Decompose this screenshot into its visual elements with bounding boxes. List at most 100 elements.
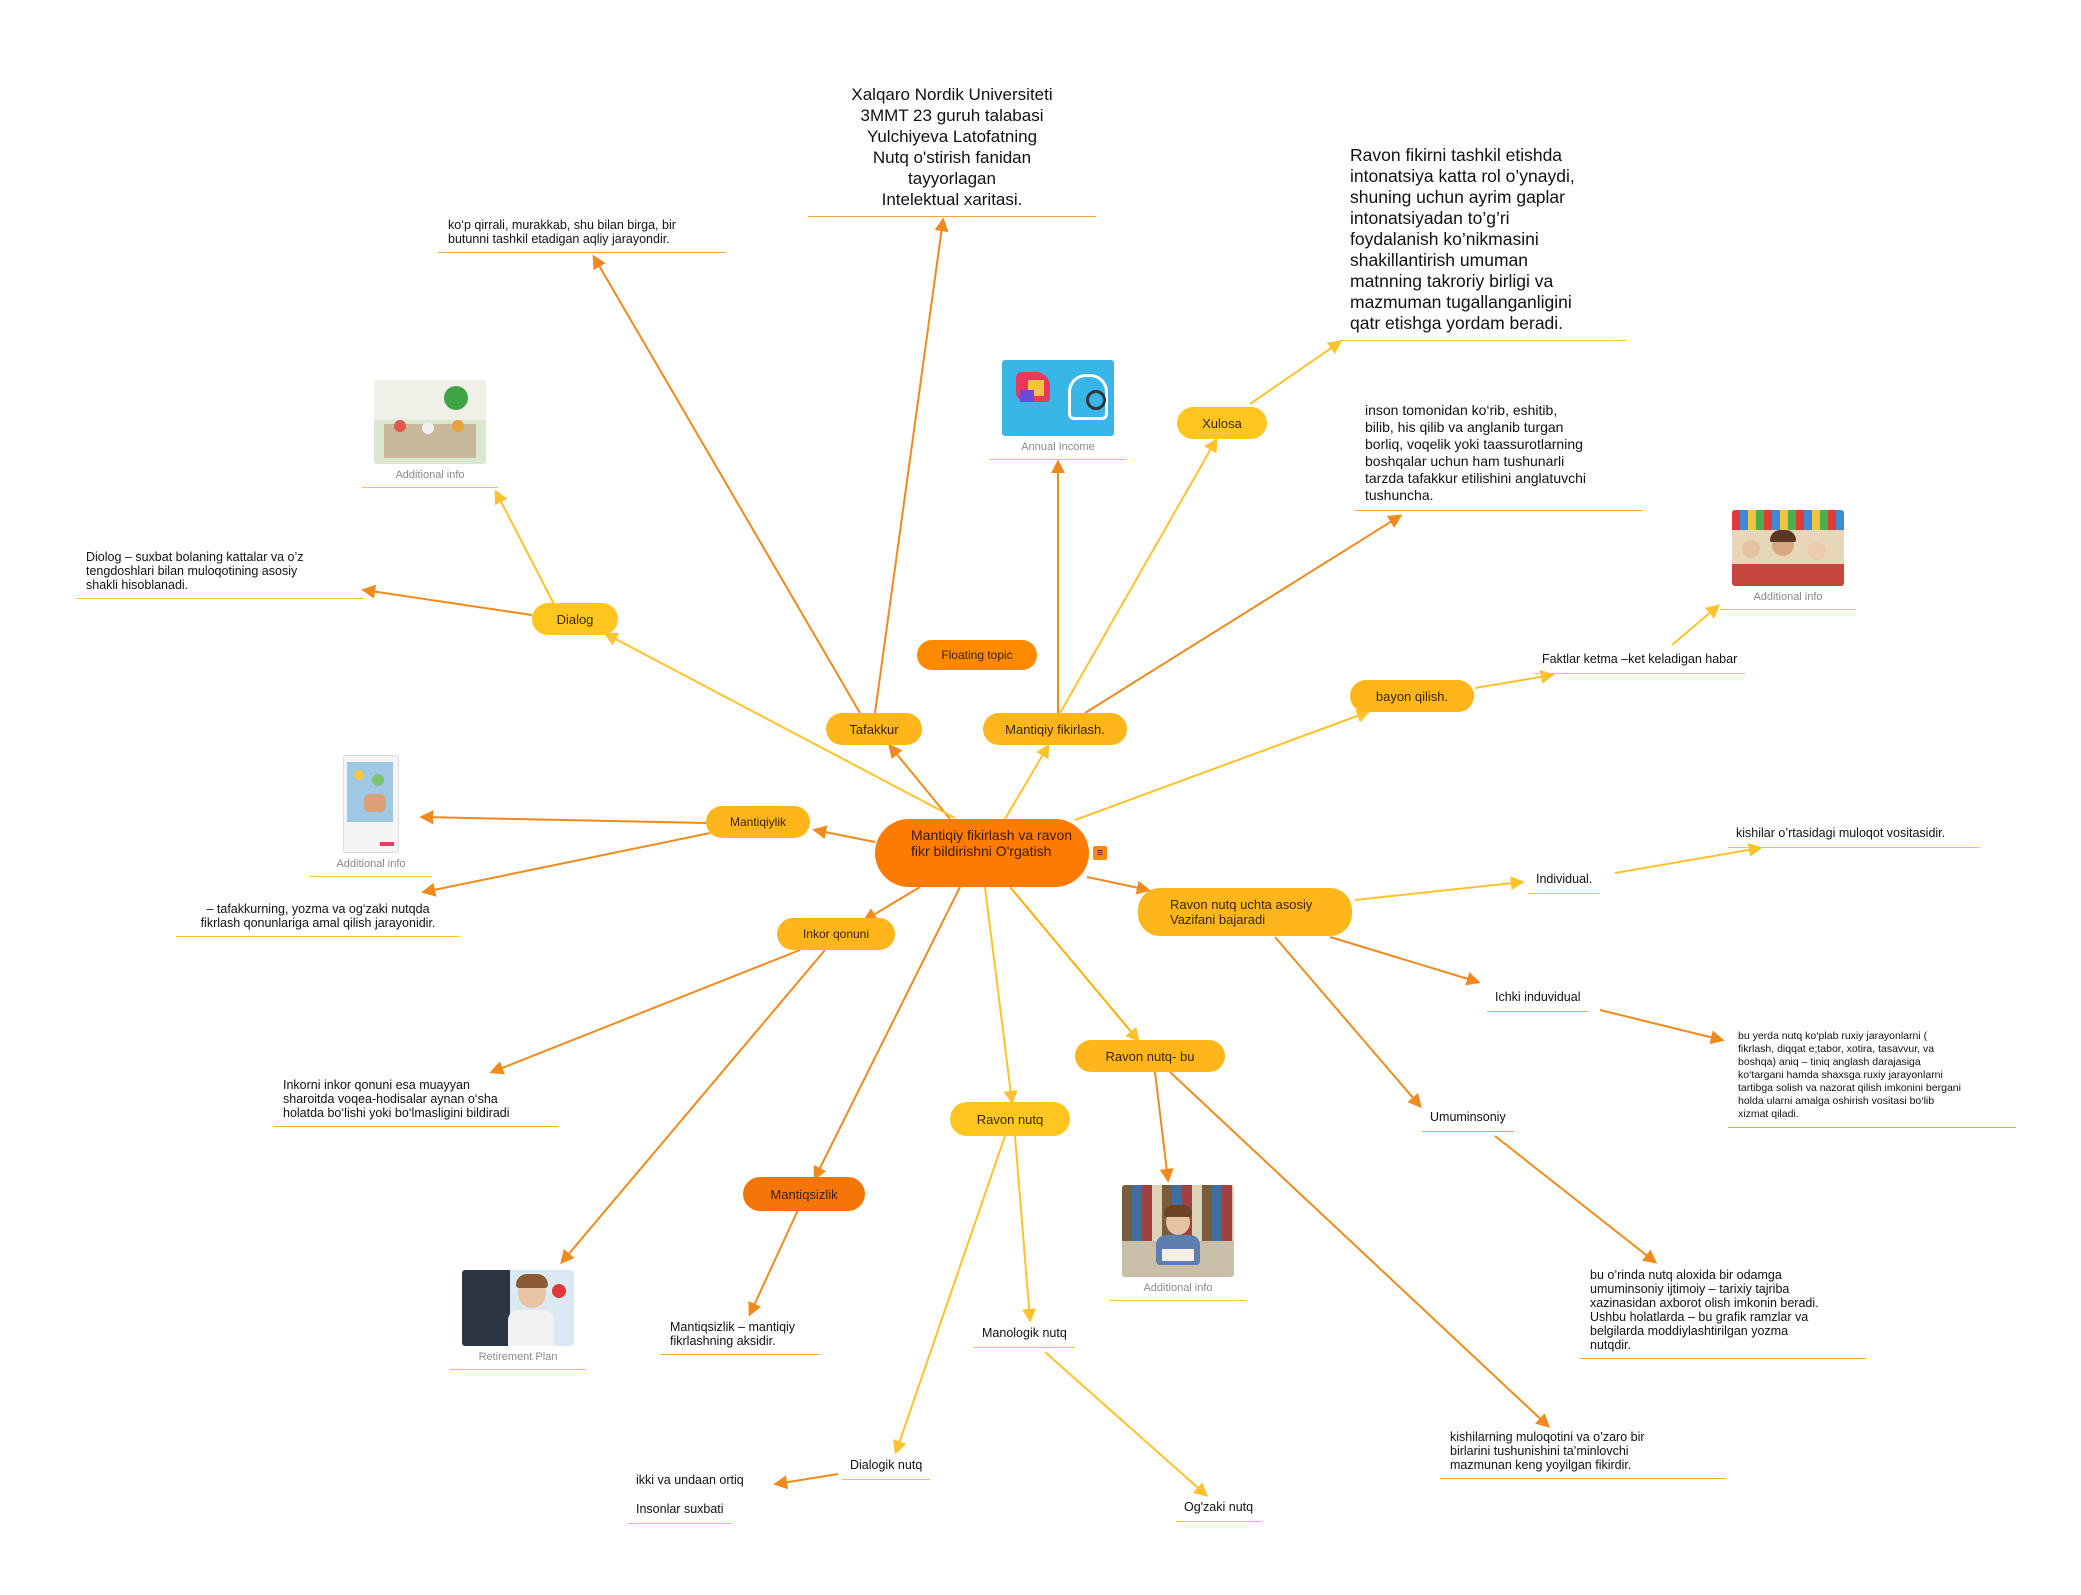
- branch-label: Inkor qonuni: [802, 927, 870, 941]
- retirement-image-card[interactable]: Retirement Plan: [450, 1270, 586, 1370]
- ravon-image-card[interactable]: Additional info: [1110, 1185, 1246, 1301]
- image-caption: Additional info: [395, 469, 465, 481]
- link-center-mantiqiylik: [812, 825, 876, 843]
- link-inkor-retire: [560, 949, 826, 1265]
- title-line: Nutq o'stirish fanidan: [872, 148, 1032, 167]
- branch-mantiqiy-fikirlash[interactable]: Mantiqiy fikirlash.: [983, 713, 1127, 745]
- note-line: tarzda tafakkur etilishini anglatuvchi: [1365, 470, 1587, 486]
- branch-mantiqiylik[interactable]: Mantiqiylik: [706, 806, 810, 838]
- note-line: intonatsiya katta rol o’ynaydi,: [1350, 166, 1575, 186]
- branch-bayon-qilish[interactable]: bayon qilish.: [1350, 680, 1474, 712]
- mantiqsizlik-note: Mantiqsizlik – mantiqiy fikrlashning aks…: [660, 1320, 820, 1355]
- individual-leaf: Individual.: [1528, 872, 1601, 894]
- link-faktlar-img: [1671, 604, 1721, 646]
- link-center-ravon: [984, 886, 1018, 1105]
- note-line: fikrlash qonunlariga amal qilish jarayon…: [200, 916, 436, 930]
- leaf-label: ikki va undaan ortiq: [636, 1473, 744, 1487]
- branch-inkor-qonuni[interactable]: Inkor qonuni: [777, 918, 895, 950]
- leaf-label: kishilar o’rtasidagi muloqot vositasidir…: [1736, 826, 1946, 840]
- note-line: mazmuman tugallanganligini: [1350, 292, 1572, 312]
- branch-ravon-vazifa[interactable]: Ravon nutq uchta asosiy Vazifani bajarad…: [1138, 888, 1352, 936]
- link-mantiqiy-note: [1084, 514, 1403, 714]
- ichki-note: bu yerda nutq ko‘plab ruxiy jarayonlarni…: [1728, 1030, 2016, 1128]
- central-topic[interactable]: Mantiqiy fikirlash va ravon fikr bildiri…: [875, 819, 1089, 887]
- branch-label: Tafakkur: [849, 721, 899, 737]
- branch-label: Mantiqiy fikirlash.: [1005, 721, 1105, 737]
- note-line: Inkorni inkor qonuni esa muayyan: [283, 1078, 470, 1092]
- note-line: matnning takroriy birligi va: [1350, 271, 1554, 291]
- mantiqiylik-image-card[interactable]: Additional info: [310, 755, 432, 877]
- branch-label: Xulosa: [1202, 415, 1242, 431]
- note-line: inson tomonidan ko‘rib, eshitib,: [1365, 402, 1558, 418]
- note-line: fikrlashning aksidir.: [670, 1334, 776, 1348]
- title-line: Intelektual xaritasi.: [881, 190, 1023, 209]
- note-line: bu yerda nutq ko‘plab ruxiy jarayonlarni…: [1738, 1030, 1928, 1042]
- note-line: holatda bo‘lishi yoki bo‘lmasligini bild…: [283, 1106, 510, 1120]
- ichki-leaf: Ichki induvidual: [1487, 990, 1589, 1012]
- branch-tafakkur[interactable]: Tafakkur: [826, 713, 922, 745]
- note-line: Mantiqsizlik – mantiqiy: [670, 1320, 796, 1334]
- link-ravonbu-kishi: [1169, 1071, 1551, 1428]
- note-line: xazinasidan axborot olish imkonin beradi…: [1590, 1296, 1819, 1310]
- note-line: xizmat qiladi.: [1738, 1108, 1799, 1120]
- floating-topic[interactable]: Floating topic: [917, 640, 1037, 670]
- note-line: shakillantirish umuman: [1350, 250, 1528, 270]
- branch-label: Mantiqiylik: [729, 815, 786, 829]
- link-mantiqsizlik-note: [748, 1209, 799, 1317]
- central-topic-label: Mantiqiy fikirlash va ravon fikr bildiri…: [911, 827, 1073, 859]
- leaf-label: Og'zaki nutq: [1184, 1500, 1254, 1514]
- link-vazifa-umum: [1274, 936, 1422, 1109]
- image-caption: Additional info: [336, 858, 406, 870]
- note-line: belgilarda moddiylashtirilgan yozma: [1590, 1324, 1789, 1338]
- image-caption: Retirement Plan: [478, 1351, 558, 1363]
- mantiqiylik-note: – tafakkurning, yozma va og‘zaki nutqda …: [176, 902, 460, 937]
- bayon-image-card[interactable]: Additional info: [1720, 510, 1856, 610]
- tafakkur-note: ko‘p qirrali, murakkab, shu bilan birga,…: [438, 218, 726, 253]
- link-ichki-note: [1599, 1009, 1725, 1045]
- image-caption: Additional info: [1143, 1282, 1213, 1294]
- title-line: Yulchiyeva Latofatning: [866, 127, 1038, 146]
- dialog-image-card[interactable]: Additional info: [362, 380, 498, 488]
- kishilarning-note: kishilarning muloqotini va o’zaro bir bi…: [1440, 1430, 1726, 1479]
- link-manologik-ogzaki: [1044, 1351, 1209, 1497]
- note-line: tengdoshlari bilan muloqotining asosiy: [86, 564, 298, 578]
- title-line: 3MMT 23 guruh talabasi: [860, 106, 1044, 125]
- link-bayon-faktlar: [1474, 669, 1555, 689]
- link-mantiqiylik-note: [421, 832, 711, 897]
- branch-xulosa[interactable]: Xulosa: [1177, 407, 1267, 439]
- note-line: Diolog – suxbat bolaning kattalar va o’z: [86, 550, 304, 564]
- branch-mantiqsizlik[interactable]: Mantiqsizlik: [743, 1177, 865, 1211]
- branch-dialog[interactable]: Dialog: [532, 603, 618, 635]
- note-line: borliq, voqelik yoki taassurotlarning: [1365, 436, 1583, 452]
- note-line: holda ularni amalga oshirish vositasi bo…: [1738, 1095, 1935, 1107]
- annual-income-card[interactable]: Annual Income: [990, 360, 1126, 460]
- note-line: bu o’rinda nutq aloxida bir odamga: [1590, 1268, 1782, 1282]
- link-ravon-manologik: [1014, 1135, 1037, 1323]
- link-dialog-img: [494, 489, 556, 607]
- umuminsoniy-note: bu o’rinda nutq aloxida bir odamga umumi…: [1580, 1268, 1866, 1359]
- boy-reading-image: [1122, 1185, 1234, 1277]
- note-line: foydalanish ko’nikmasini: [1350, 229, 1539, 249]
- note-line: Ravon fikirni tashkil etishda: [1350, 145, 1563, 165]
- link-umum-note: [1494, 1135, 1658, 1264]
- link-mantiqiylik-img: [419, 810, 707, 825]
- note-icon[interactable]: ≡: [1093, 846, 1107, 860]
- leaf-label: Individual.: [1536, 872, 1593, 886]
- note-line: shuning uchun ayrim gaplar: [1350, 187, 1565, 207]
- leaf-label: Ichki induvidual: [1495, 990, 1581, 1004]
- ogzaki-leaf: Og'zaki nutq: [1176, 1500, 1262, 1522]
- note-line: fikrlash, diqqat e;tabor, xotira, tasavv…: [1738, 1043, 1935, 1055]
- link-center-dialog: [603, 632, 956, 819]
- branch-ravon-nutq-bu[interactable]: Ravon nutq- bu: [1075, 1040, 1225, 1072]
- dialog-note: Diolog – suxbat bolaning kattalar va o’z…: [76, 550, 364, 599]
- link-center-vazifa: [1086, 876, 1151, 895]
- link-mantiqiy-xulosa: [1059, 437, 1218, 714]
- mantiqiy-note: inson tomonidan ko‘rib, eshitib, bilib, …: [1355, 402, 1643, 511]
- title-line: Xalqaro Nordik Universiteti: [851, 85, 1053, 104]
- link-vazifa-ichki: [1329, 936, 1481, 986]
- branch-ravon-nutq[interactable]: Ravon nutq: [950, 1102, 1070, 1136]
- link-tafakkur-note: [592, 254, 861, 714]
- note-line: nutqdir.: [1590, 1338, 1632, 1352]
- title-note: Xalqaro Nordik Universiteti 3MMT 23 guru…: [808, 84, 1096, 217]
